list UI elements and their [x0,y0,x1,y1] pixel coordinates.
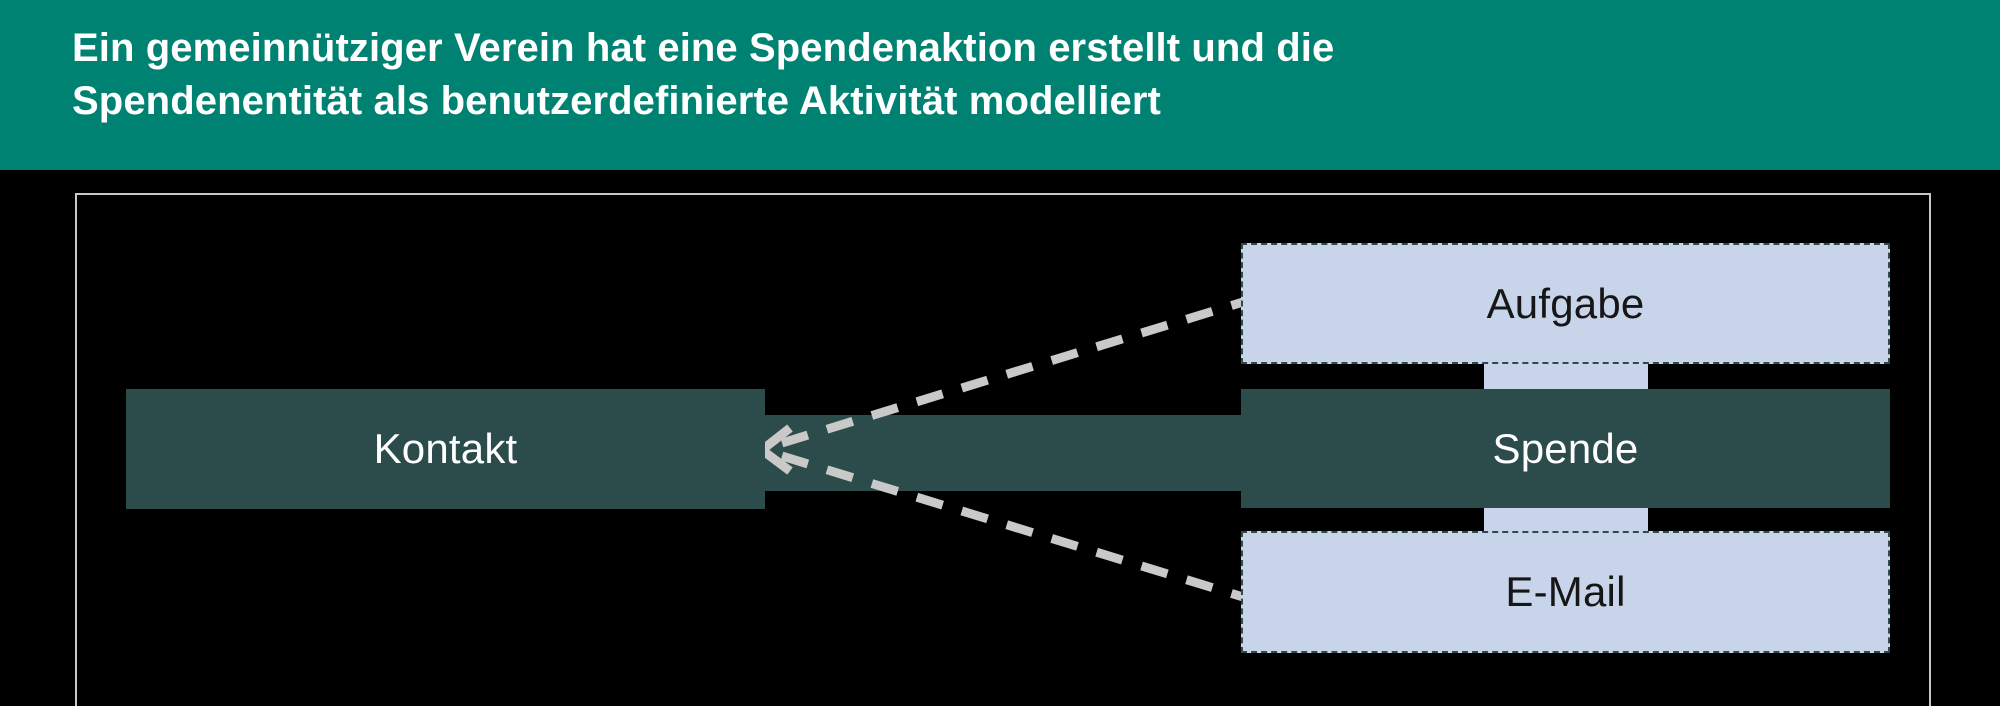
header-banner: Ein gemeinnütziger Verein hat eine Spend… [0,0,2000,170]
page-title: Ein gemeinnütziger Verein hat eine Spend… [72,26,1335,124]
activity-node-email[interactable]: E-Mail [1241,531,1890,653]
connector-tab-aufgabe-spende [1484,361,1648,391]
entity-label-kontakt: Kontakt [373,425,518,472]
entity-label-spende: Spende [1492,424,1639,472]
relation-kontakt-spende-bar [765,415,1245,491]
entity-node-spende[interactable]: Spende [1241,389,1890,508]
activity-label-aufgabe: Aufgabe [1486,279,1645,327]
entity-node-kontakt[interactable]: Kontakt [126,389,765,509]
connector-tab-spende-email [1484,506,1648,534]
activity-node-aufgabe[interactable]: Aufgabe [1241,243,1890,364]
activity-label-email: E-Mail [1505,568,1626,615]
